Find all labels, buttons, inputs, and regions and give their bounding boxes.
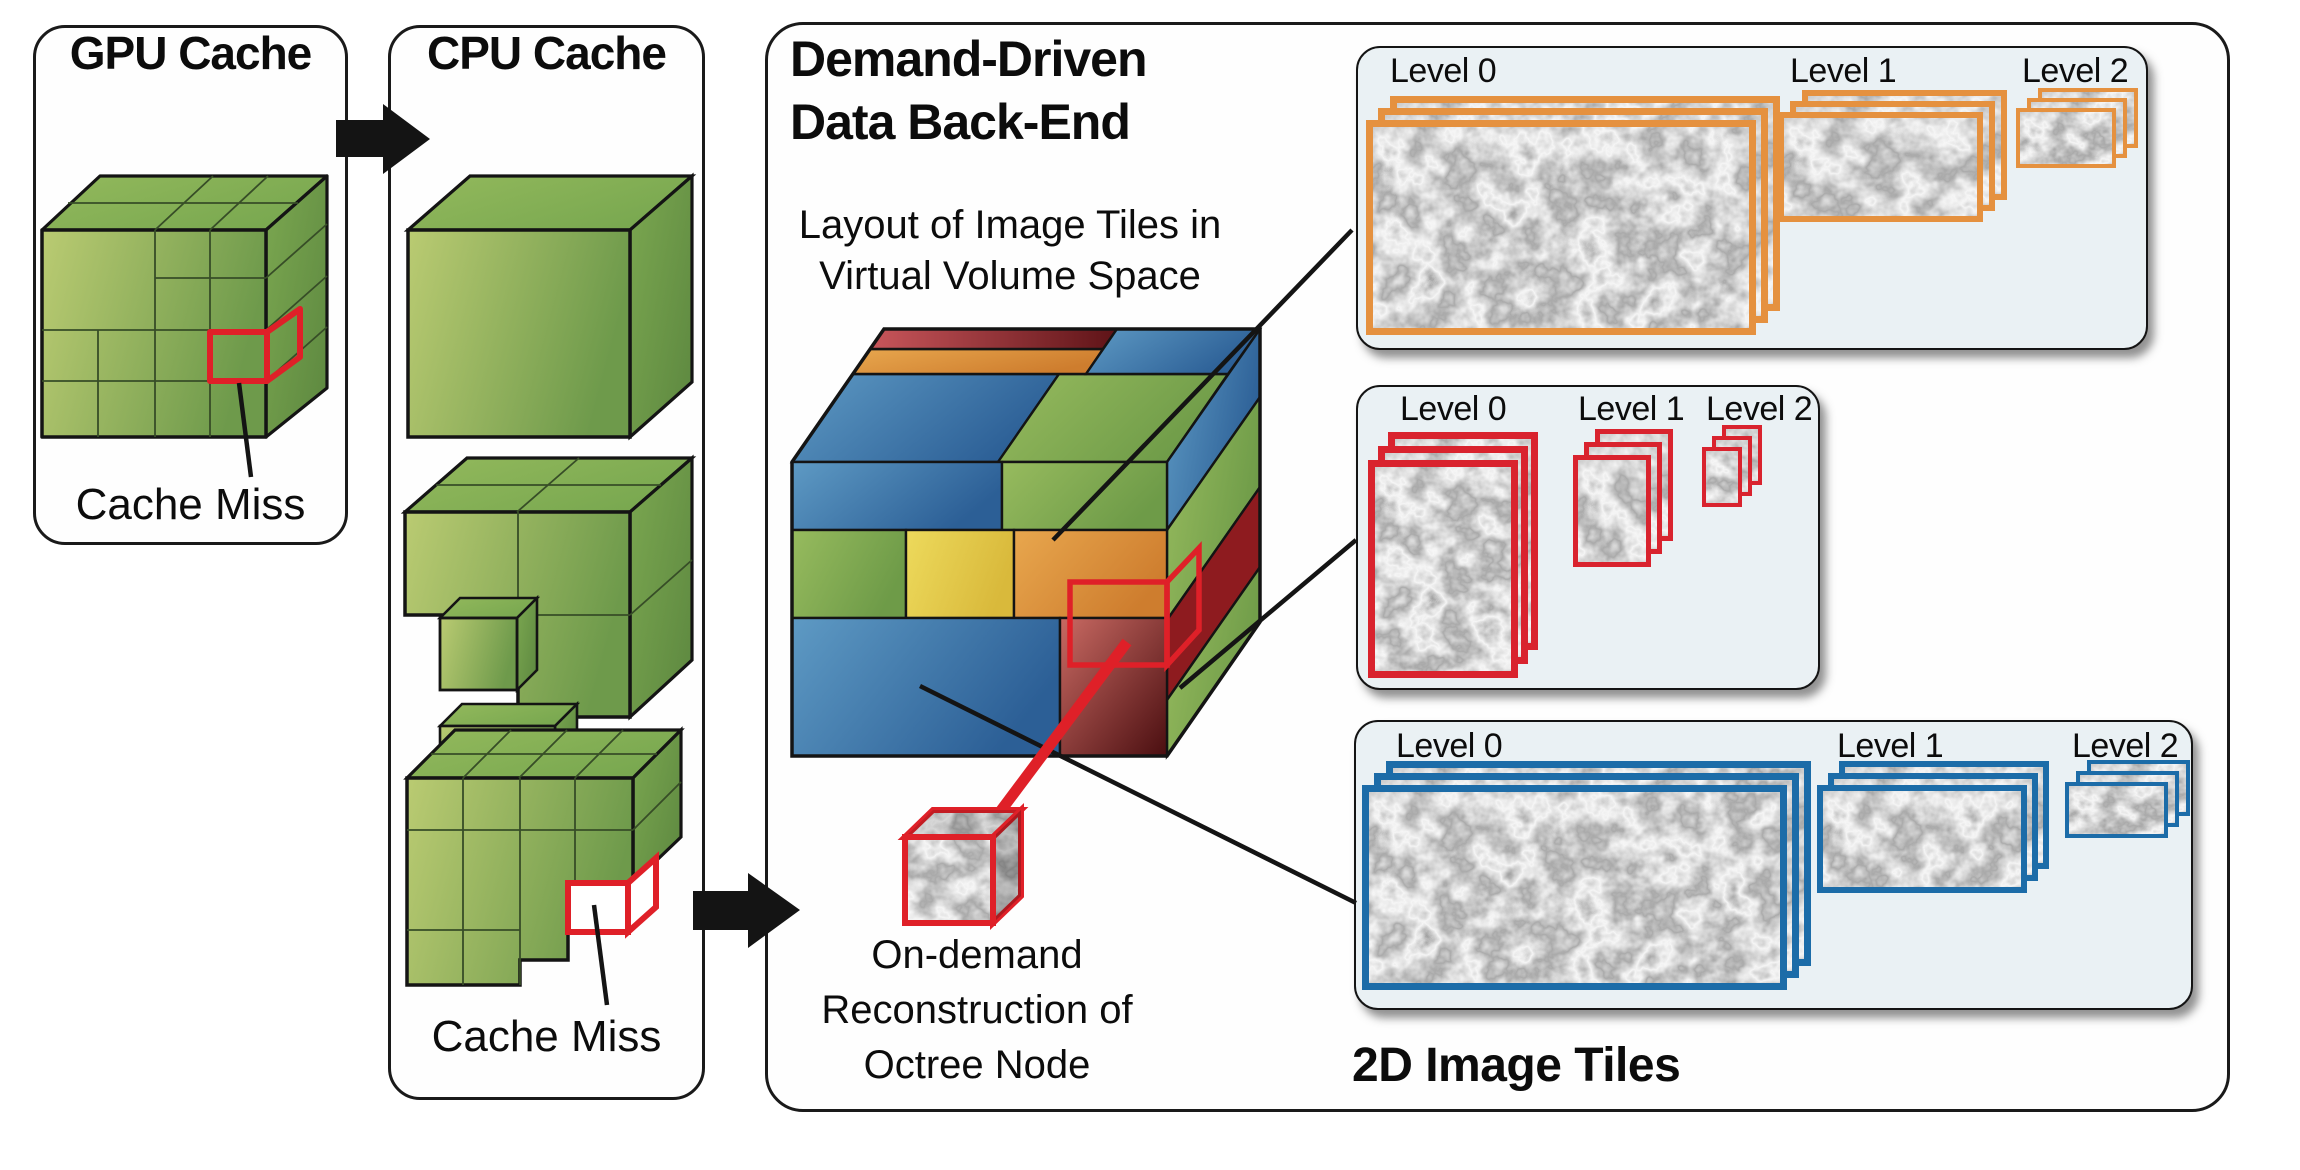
blue-level1-label: Level 1 xyxy=(1837,727,1944,765)
orange-level1-label: Level 1 xyxy=(1790,52,1897,90)
layout-caption-line2: Virtual Volume Space xyxy=(819,254,1201,298)
backend-title-line1: Demand-Driven xyxy=(790,31,1148,87)
reconstruction-caption-line1: On-demand xyxy=(871,933,1083,977)
reconstruction-caption-line3: Octree Node xyxy=(863,1043,1091,1087)
layout-caption: Layout of Image Tiles in Virtual Volume … xyxy=(760,200,1260,302)
em-tile xyxy=(1817,785,2027,893)
backend-panel-title: Demand-Driven Data Back-End xyxy=(790,28,1148,154)
em-tile xyxy=(2016,108,2116,168)
orange-level0-label: Level 0 xyxy=(1390,52,1497,90)
backend-title-line2: Data Back-End xyxy=(790,94,1131,150)
red-level2-label: Level 2 xyxy=(1706,390,1813,428)
em-tile xyxy=(1778,112,1983,222)
blue-level2-label: Level 2 xyxy=(2072,727,2179,765)
gpu-panel-title: GPU Cache xyxy=(69,27,313,79)
gpu-cache-miss-label: Cache Miss xyxy=(75,480,306,529)
reconstruction-caption: On-demand Reconstruction of Octree Node xyxy=(787,928,1167,1093)
em-tile xyxy=(1702,447,1742,507)
red-level0-label: Level 0 xyxy=(1400,390,1507,428)
cpu-cache-miss-label: Cache Miss xyxy=(431,1012,662,1061)
cpu-cache-panel xyxy=(388,25,705,1100)
reconstruction-caption-line2: Reconstruction of xyxy=(821,988,1133,1032)
layout-caption-line1: Layout of Image Tiles in xyxy=(798,203,1222,247)
em-tile xyxy=(1573,455,1651,567)
gpu-cache-panel xyxy=(33,25,348,545)
em-tile xyxy=(1362,785,1787,990)
red-level1-label: Level 1 xyxy=(1578,390,1685,428)
em-tile xyxy=(1368,460,1518,678)
em-tile xyxy=(2065,782,2168,838)
blue-level0-label: Level 0 xyxy=(1396,727,1503,765)
2d-image-tiles-label: 2D Image Tiles xyxy=(1352,1039,1681,1092)
em-tile xyxy=(1366,120,1756,335)
orange-level2-label: Level 2 xyxy=(2022,52,2129,90)
cpu-panel-title: CPU Cache xyxy=(427,27,667,79)
